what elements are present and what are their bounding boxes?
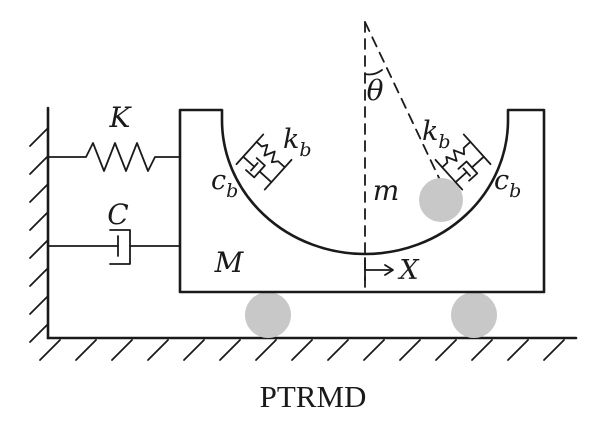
left-bearing	[235, 133, 293, 191]
right-bearing	[434, 133, 492, 191]
pendulum-line	[364, 21, 441, 181]
ground	[39, 336, 578, 361]
roller-right	[451, 292, 497, 338]
label-cb-right: cb	[494, 165, 521, 202]
main-damper	[47, 229, 181, 265]
label-mass-big-m: M	[214, 246, 245, 279]
label-kb-left: kb	[283, 124, 312, 161]
label-spring-k: K	[109, 101, 133, 134]
label-kb-right: kb	[422, 116, 451, 153]
roller-left	[245, 292, 291, 338]
label-mass-small-m: m	[373, 174, 400, 207]
main-spring	[47, 142, 181, 172]
wall-hatching	[29, 127, 49, 343]
label-damper-c: C	[107, 198, 128, 231]
main-mass-body	[178, 108, 546, 294]
label-cb-left: cb	[211, 165, 238, 202]
label-displacement-x: X	[397, 255, 420, 286]
angle-arc	[364, 69, 383, 76]
displacement-arrow	[364, 257, 394, 281]
ball-mass	[419, 178, 463, 222]
diagram-caption: PTRMD	[260, 379, 367, 414]
label-angle-theta: θ	[367, 74, 384, 107]
ground-hatching	[39, 339, 565, 361]
left-wall	[29, 106, 50, 343]
